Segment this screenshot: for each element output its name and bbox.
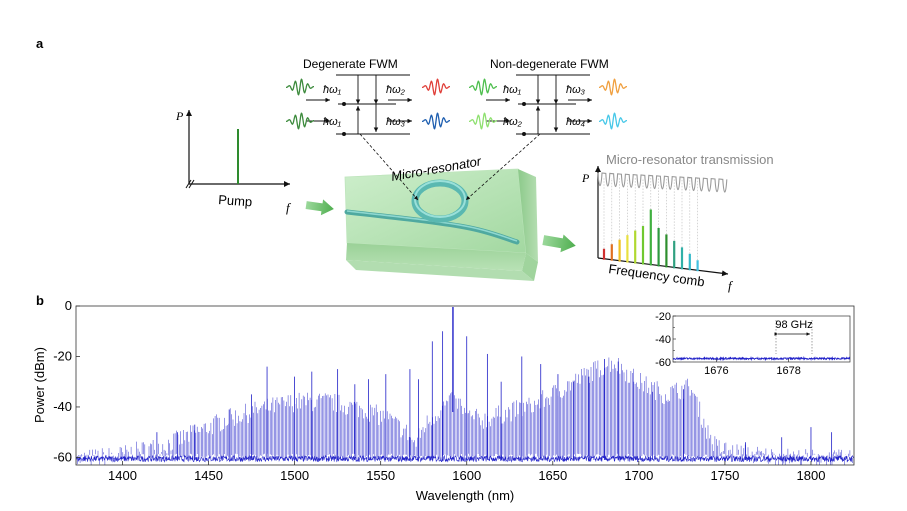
arrow-pump-to-resonator [305, 199, 334, 216]
deg-hbar-w3: ħω₃ [386, 116, 406, 128]
x-tick-label: 1650 [538, 468, 567, 483]
x-tick-label: 1500 [280, 468, 309, 483]
panel-b-label: b [36, 293, 44, 308]
x-tick-label: 1400 [108, 468, 137, 483]
spectrum-trace [76, 357, 854, 465]
panel-a-label: a [36, 36, 44, 51]
x-tick-label: 1450 [194, 468, 223, 483]
arrow-resonator-to-comb [542, 234, 576, 253]
inset-x-tick-label: 1676 [704, 365, 728, 377]
inset-y-tick-label: -40 [655, 334, 671, 346]
inset-y-tick-label: -20 [655, 311, 671, 323]
x-tick-label: 1600 [452, 468, 481, 483]
spacing-label: 98 GHz [775, 319, 812, 331]
transmission-curve [597, 172, 728, 193]
deg-hbar-w1-top: ħω₁ [323, 84, 342, 96]
y-tick-label: -40 [53, 399, 72, 414]
x-tick-label: 1550 [366, 468, 395, 483]
pump-label: Pump [218, 192, 253, 209]
spacing-annotation: 98 GHz [774, 319, 813, 354]
x-tick-label: 1800 [797, 468, 826, 483]
wave-green-icon [469, 78, 497, 96]
y-tick-label: -20 [53, 348, 72, 363]
nondeg-hbar-w3: ħω₃ [566, 84, 586, 96]
degenerate-fwm-diagram: Degenerate FWM ħω₁ ħω₁ ħω₂ ħω₃ [286, 57, 450, 136]
wave-lightgreen-icon [469, 112, 497, 130]
micro-resonator-chip: Micro-resonator [344, 153, 538, 281]
wave-blue-icon [422, 112, 450, 130]
y-tick-label: -60 [53, 449, 72, 464]
deg-hbar-w2: ħω₂ [386, 84, 406, 96]
wave-green-icon [286, 112, 314, 130]
pump-axis-y-label: P [175, 109, 184, 123]
x-tick-label: 1750 [710, 468, 739, 483]
nondegenerate-fwm-diagram: Non-degenerate FWM ħω₁ ħω₂ ħω₃ ħω₄ [469, 57, 627, 136]
pump-spectrum: P f Pump [175, 109, 292, 215]
nondeg-hbar-w2: ħω₂ [503, 116, 523, 128]
inset-y-tick-label: -60 [655, 357, 671, 369]
inset-chart: 1676 1678 -20 -40 -60 98 GHz [655, 311, 851, 377]
comb-axis-x-label: f [728, 278, 734, 293]
nondegenerate-fwm-title: Non-degenerate FWM [490, 57, 609, 71]
comb-axis-y-label: P [581, 171, 590, 185]
noise-floor [76, 454, 854, 463]
inset-trace [673, 355, 850, 362]
x-axis-label: Wavelength (nm) [416, 488, 515, 503]
pointer-nondegenerate [465, 133, 541, 201]
y-tick-label: 0 [65, 298, 72, 313]
wave-cyan-icon [599, 112, 627, 130]
deg-hbar-w1-bottom: ħω₁ [323, 116, 342, 128]
wave-red-icon [422, 78, 450, 96]
power-spectrum-chart: 1400 1450 1500 1550 1600 1650 1700 1750 1800 0 -2… [32, 298, 855, 503]
wave-orange-icon [599, 78, 627, 96]
nondeg-hbar-w1: ħω₁ [503, 84, 522, 96]
inset-x-tick-label: 1678 [776, 365, 800, 377]
bus-waveguide [344, 209, 520, 245]
comb-spectrum: P f Frequency comb Micro-resonator trans… [581, 152, 774, 293]
wave-green-icon [286, 78, 314, 96]
x-tick-label: 1700 [624, 468, 653, 483]
transmission-label: Micro-resonator transmission [606, 152, 774, 167]
y-axis-label: Power (dBm) [32, 347, 47, 423]
pump-axis-x-label: f [286, 200, 292, 215]
nondeg-hbar-w4: ħω₄ [566, 116, 585, 128]
degenerate-fwm-title: Degenerate FWM [303, 57, 398, 71]
